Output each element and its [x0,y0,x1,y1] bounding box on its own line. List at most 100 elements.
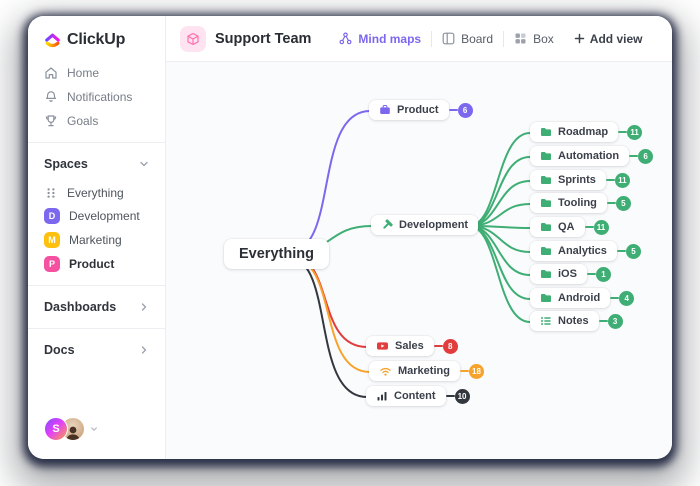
mindmap-node-sales[interactable]: Sales 8 [366,336,458,356]
chart-icon [376,390,388,402]
sidebar: ClickUp Home Notifications Goals Spaces [28,16,166,459]
node-label: Analytics [558,245,607,257]
mindmap-node-roadmap[interactable]: Roadmap 11 [530,122,643,142]
mindmap-node-qa[interactable]: QA 11 [530,217,609,237]
space-letter-badge: M [44,232,60,248]
node-label: Automation [558,150,620,162]
branch-line-content [291,257,368,398]
brand-wordmark: ClickUp [67,31,126,48]
count-badge: 8 [442,338,458,354]
sidebar-item-notifications[interactable]: Notifications [28,85,165,109]
badge-connector [618,131,628,133]
node-label: Android [558,292,601,304]
dev-fan-line [468,225,531,300]
badge-connector [616,250,626,252]
clickup-logo[interactable]: ClickUp [28,16,165,61]
node-label: Sprints [558,174,596,186]
folder-icon [540,126,552,138]
add-view-button[interactable]: Add view [564,32,653,46]
tab-divider [503,30,505,47]
node-label: iOS [558,268,577,280]
docs-label: Docs [44,343,75,357]
tab-mind-maps[interactable]: Mind maps [329,32,431,46]
node-label: QA [558,221,575,233]
app-window: ClickUp Home Notifications Goals Spaces [28,16,672,459]
mindmap-node-development[interactable]: Development [371,215,479,235]
badge-connector [606,202,616,204]
branch-line-sales [291,255,368,348]
space-label: Product [69,257,115,271]
mindmap-node-everything[interactable]: Everything [224,239,329,269]
sidebar-item-home[interactable]: Home [28,61,165,85]
folder-icon [540,245,552,257]
spaces-header-label: Spaces [44,157,88,171]
count-badge: 11 [614,172,630,188]
dev-fan-line [468,225,531,323]
badge-connector [598,320,608,322]
board-icon [442,32,455,45]
avatar: S [44,417,68,441]
sidebar-item-dashboards[interactable]: Dashboards [28,295,165,319]
tab-divider [431,30,433,47]
sidebar-space-marketing[interactable]: M Marketing [28,228,165,252]
node-label: Notes [558,315,589,327]
count-badge: 11 [593,219,609,235]
tab-board[interactable]: Board [432,32,503,46]
sidebar-space-everything[interactable]: Everything [28,182,165,204]
mindmap-node-sprints[interactable]: Sprints 11 [530,170,630,190]
plus-icon [574,33,585,44]
count-badge: 5 [615,195,631,211]
video-icon [376,340,389,352]
page-title: Support Team [215,30,312,47]
folder-icon [540,174,552,186]
box-grid-icon [514,32,527,45]
mindmap-canvas[interactable]: Everything Product 6 D [166,62,672,459]
mindmap-node-android[interactable]: Android 4 [530,288,635,308]
sidebar-item-label: Home [67,66,100,80]
mindmap-node-notes[interactable]: Notes 3 [530,311,623,331]
view-header: Support Team Mind maps Board Box [166,16,672,62]
sidebar-item-docs[interactable]: Docs [28,338,165,362]
badge-connector [584,226,594,228]
count-badge: 3 [607,313,623,329]
sidebar-space-development[interactable]: D Development [28,204,165,228]
list-icon [540,315,552,327]
folder-icon [540,150,552,162]
space-label: Development [69,209,140,223]
count-badge: 10 [454,388,470,404]
space-letter-badge: D [44,208,60,224]
mindmap-node-content[interactable]: Content 10 [366,386,470,406]
mindmap-node-analytics[interactable]: Analytics 5 [530,241,641,261]
sidebar-divider [28,328,165,329]
node-label: Tooling [558,197,597,209]
badge-connector [445,395,455,397]
mindmap-node-tooling[interactable]: Tooling 5 [530,193,631,213]
mindmap-node-product[interactable]: Product 6 [369,100,473,120]
node-card[interactable]: Everything [224,239,329,269]
sidebar-divider [28,142,165,143]
badge-connector [586,273,596,275]
badge-connector [610,297,620,299]
home-icon [44,66,58,80]
chevron-down-icon [139,159,149,169]
dashboards-label: Dashboards [44,300,117,314]
tab-label: Mind maps [358,31,422,46]
node-label: Marketing [398,365,450,377]
mindmap-node-marketing[interactable]: Marketing 18 [369,361,484,381]
mindmap-node-automation[interactable]: Automation 6 [530,146,654,166]
badge-connector [448,109,458,111]
space-label: Marketing [69,233,122,247]
chevron-down-icon [90,425,98,433]
badge-connector [629,155,639,157]
tab-label: Board [461,31,494,46]
tab-box[interactable]: Box [504,32,564,46]
sidebar-item-goals[interactable]: Goals [28,109,165,133]
mindmap-node-ios[interactable]: iOS 1 [530,264,611,284]
spaces-section-header[interactable]: Spaces [28,152,165,176]
user-account-area[interactable]: S [28,417,165,459]
sidebar-space-product[interactable]: P Product [28,252,165,276]
node-label: Content [394,390,436,402]
wifi-icon [379,365,392,377]
hammer-icon [381,219,393,231]
folder-icon [540,221,552,233]
